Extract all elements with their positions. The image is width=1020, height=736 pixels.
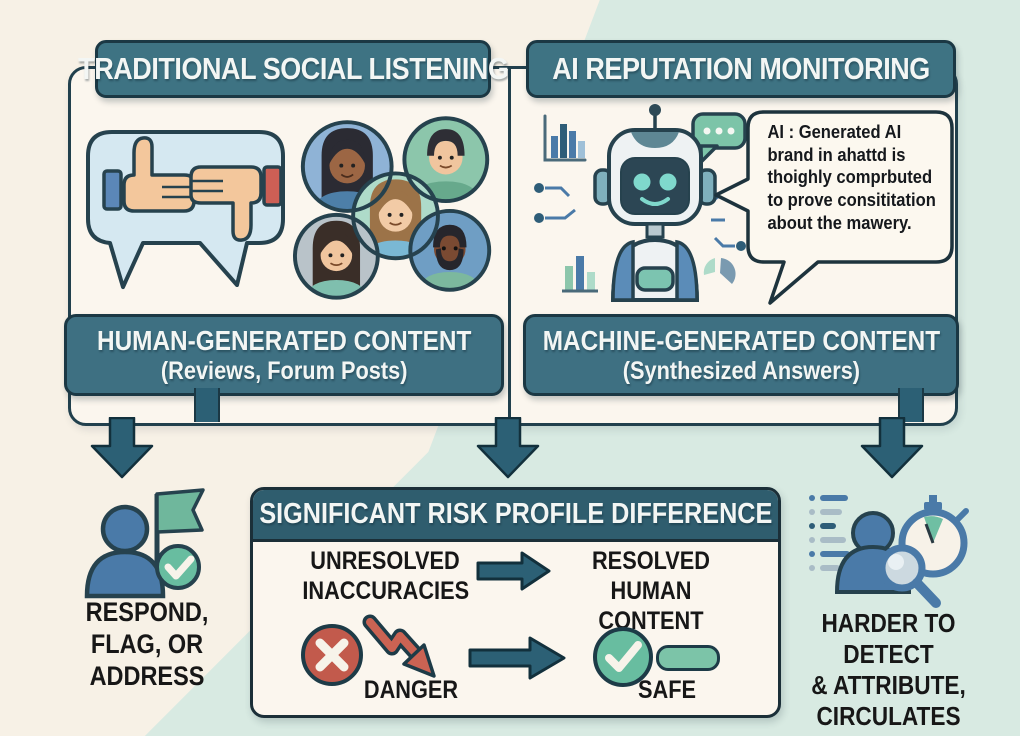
thumbs-down-icon [189,165,283,242]
mini-bars-icon [562,256,598,293]
robot-icon [593,104,717,302]
panel-divider-line [508,68,511,418]
resolved-label: RESOLVED HUMAN CONTENT [591,547,711,635]
chat-dots-icon [691,112,747,164]
thumbs-feedback-bubble-icon [86,130,285,289]
person-detect-icon [809,495,969,608]
risk-box-header: SIGNIFICANT RISK PROFILE DIFFERENCE [253,490,778,542]
danger-label: DANGER [363,676,459,704]
person-flag-icon [84,488,205,599]
unresolved-label: UNRESOLVED INACCURACIES [302,547,470,605]
label-human-content: HUMAN-GENERATED CONTENT (Reviews, Forum … [64,314,504,396]
avatar-5 [410,210,490,290]
bar-chart-icon [543,114,587,162]
ai-answer-text: AI : Generated AI brand in ahattd is tho… [767,122,936,233]
avatars-icon [292,116,492,300]
label-machine-subtitle: (Synthesized Answers) [622,356,860,385]
label-human-subtitle: (Reviews, Forum Posts) [160,356,408,385]
down-arrow-middle [476,417,540,479]
label-machine-content: MACHINE-GENERATED CONTENT (Synthesized A… [523,314,959,396]
safe-check-icon [593,627,653,687]
list-lines-icon [809,495,850,571]
danger-x-icon [301,624,363,686]
flag-icon [155,488,205,534]
connector-stub-left [194,388,220,422]
thumbs-up-icon [102,136,196,213]
check-circle-icon [155,544,201,590]
header-ai: AI REPUTATION MONITORING [526,40,956,98]
down-arrow-right [860,417,924,479]
pie-chart-icon [703,258,736,284]
avatar-2 [404,118,488,202]
safe-label: SAFE [637,676,697,704]
header-traditional-label: TRADITIONAL SOCIAL LISTENING [77,51,509,86]
outcome-right-label: HARDER TO DETECT & ATTRIBUTE, CIRCULATES… [811,608,966,736]
down-arrow-left [90,417,154,479]
right-arrow-row1 [476,551,551,591]
header-traditional: TRADITIONAL SOCIAL LISTENING [78,40,509,98]
down-trend-icon [362,614,436,678]
header-ai-label: AI REPUTATION MONITORING [552,51,930,86]
ai-answer-bubble [714,110,954,305]
safe-dash-icon [656,645,720,671]
label-human-title: HUMAN-GENERATED CONTENT [96,325,472,357]
magnifier-icon [878,544,941,608]
connector-stub-right [898,388,924,422]
circuit-left-icon [534,183,576,223]
ai-robot-icon [534,104,747,302]
risk-box-title: SIGNIFICANT RISK PROFILE DIFFERENCE [258,498,773,530]
label-machine-title: MACHINE-GENERATED CONTENT [542,325,940,357]
right-arrow-row2 [468,636,566,680]
outcome-left-label: RESPOND, FLAG, OR ADDRESS [85,597,209,691]
